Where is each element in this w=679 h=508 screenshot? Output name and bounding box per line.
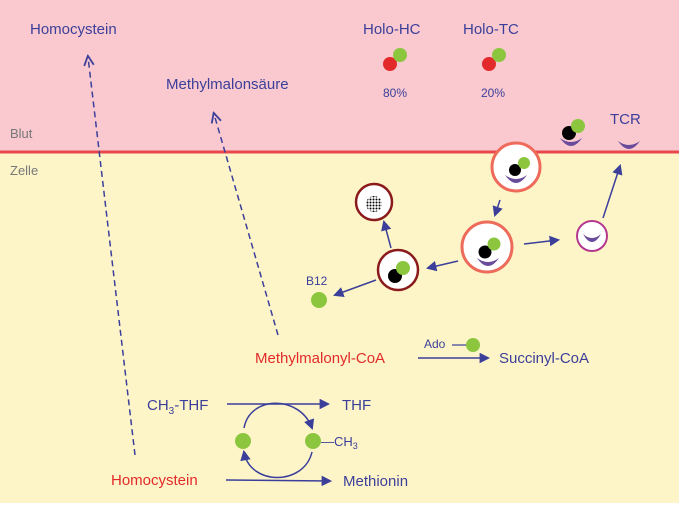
- blood-region: [0, 0, 679, 152]
- homocystein-cell-label: Homocystein: [111, 472, 198, 489]
- holo-hc-percent: 80%: [383, 86, 407, 100]
- succinyl-coa-label: Succinyl-CoA: [499, 350, 589, 367]
- free-b12-icon: [311, 292, 327, 308]
- cell-label: Zelle: [10, 163, 38, 178]
- arrow-homocystein-efflux: [88, 57, 136, 456]
- ch3-thf-label: CH3-THF: [147, 397, 208, 417]
- methylmalonsaeure-label: Methylmalonsäure: [166, 76, 289, 93]
- arrow-release-b12: [333, 279, 377, 298]
- lysosome-icon: [376, 248, 420, 292]
- holo-tc-label: Holo-TC: [463, 21, 519, 38]
- methionin-label: Methionin: [343, 473, 408, 490]
- methyl-group-label: —CH3: [321, 434, 358, 451]
- methylcobalamin-icon: [305, 433, 321, 449]
- efflux-arrows: [88, 57, 279, 456]
- tcr-label: TCR: [610, 111, 641, 128]
- blood-label: Blut: [10, 126, 33, 141]
- ado-label: Ado: [424, 337, 446, 351]
- bound-receptor-complex-icon: [560, 119, 585, 146]
- holo-hc-label: Holo-HC: [363, 21, 421, 38]
- cell-region: [0, 152, 679, 503]
- endosome-middle-icon: [460, 220, 514, 274]
- endosome-top-icon: [490, 141, 542, 193]
- degraded-protein-vesicle-icon: [354, 182, 394, 222]
- arrow-endosome-down: [492, 199, 503, 217]
- arrow-methylmalonsaeure-efflux: [214, 114, 279, 336]
- holo-hc-molecule-icon: [383, 48, 407, 71]
- arrow-to-lysosome: [425, 260, 459, 272]
- adenosyl-cobalamin-icon: [466, 338, 480, 352]
- cob-i-icon: [235, 433, 251, 449]
- arrow-methionine-synthesis: [225, 475, 333, 487]
- arrow-cycle-demethylation: [240, 449, 313, 479]
- thf-label: THF: [342, 397, 371, 414]
- methylmalonyl-coa-label: Methylmalonyl-CoA: [255, 350, 385, 367]
- arrow-to-degradation: [381, 219, 392, 249]
- arrow-to-recycling: [523, 235, 561, 247]
- arrow-to-tcr: [602, 164, 623, 219]
- homocystein-blood-label: Homocystein: [30, 21, 117, 38]
- arrow-cycle-methylation: [243, 402, 315, 430]
- cobalamin-cycle-arrows: [240, 402, 315, 479]
- holo-tc-molecule-icon: [482, 48, 506, 71]
- recycled-receptor-vesicle-icon: [576, 220, 608, 252]
- b12-label: B12: [306, 274, 328, 288]
- transport-arrows: [333, 164, 623, 298]
- tcr-receptor-icon: [618, 141, 640, 149]
- holo-tc-percent: 20%: [481, 86, 505, 100]
